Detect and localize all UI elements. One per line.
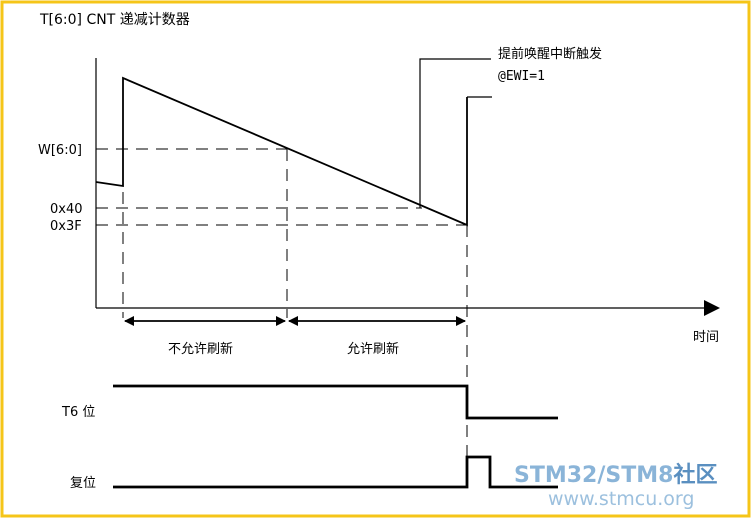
t6-signal-label: T6 位: [61, 405, 95, 420]
ewi-annotation-line1: 提前唤醒中断触发: [498, 46, 602, 62]
counter-waveform: [95, 76, 468, 227]
watermark-community-text: 社区: [673, 462, 717, 488]
watermark-brand-text: STM32/STM8: [514, 463, 673, 488]
ewi-annotation-line2: @EWI=1: [498, 69, 545, 84]
ewi-leader-line: [419, 58, 491, 208]
counter-title: T[6:0] CNT 递减计数器: [39, 12, 190, 28]
x-axis-label: 时间: [693, 330, 719, 345]
reset-signal-waveform: [113, 455, 558, 489]
watermark-url: www.stmcu.org: [548, 488, 694, 510]
t6-signal-waveform: [113, 384, 558, 420]
x-axis-arrow: [704, 300, 720, 316]
not-allowed-label: 不允许刷新: [168, 341, 233, 357]
allowed-label: 允许刷新: [347, 341, 399, 357]
watermark-brand: STM32/STM8社区: [514, 462, 717, 488]
y-label-0x40: 0x40: [50, 202, 83, 217]
reset-signal-label: 复位: [70, 476, 96, 491]
y-label-0x3f: 0x3F: [50, 219, 82, 234]
y-label-window: W[6:0]: [38, 143, 82, 158]
